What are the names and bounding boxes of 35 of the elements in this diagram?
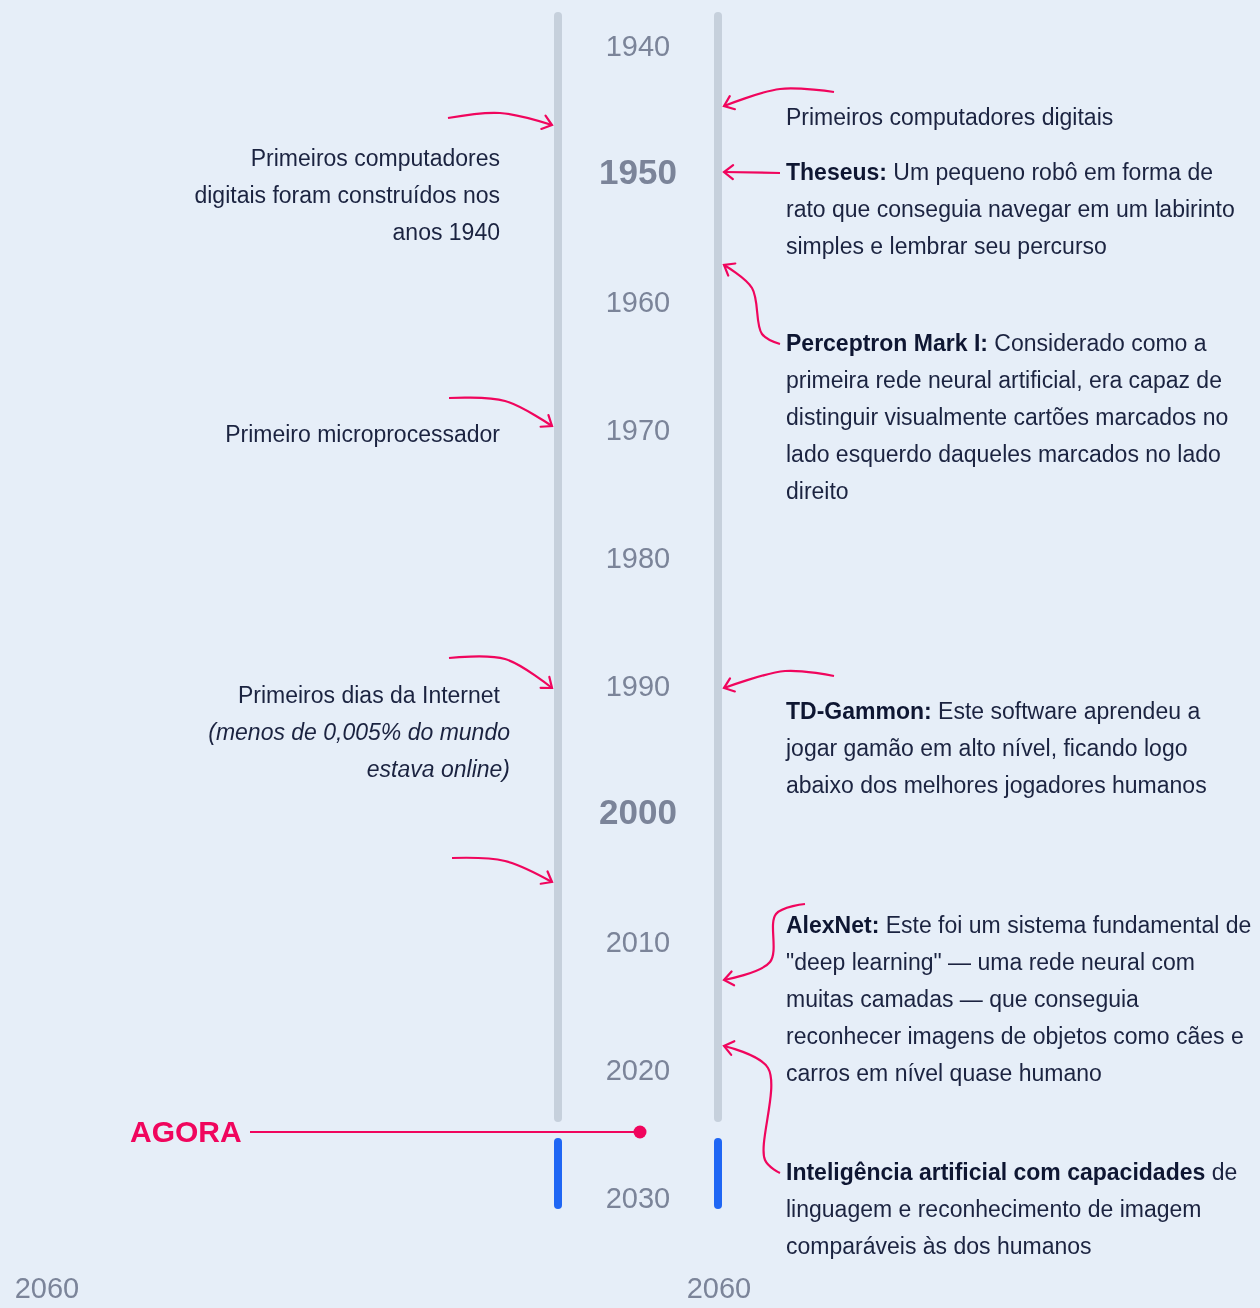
event-note: (menos de 0,005% do mundo estava online) (207, 718, 510, 784)
event-note: Primeiros computadores digitais (786, 103, 1115, 132)
leader-arrow (722, 669, 835, 693)
year-label: 1940 (604, 29, 672, 64)
year-label: 1950 (598, 154, 678, 190)
event-note: Inteligência artificial com capacidades de linguagem e reconhecimento de imagem comparáveis às dos humanos (786, 1158, 1239, 1261)
leader-arrow (722, 902, 806, 987)
event-note: Primeiros dias da Internet (236, 681, 500, 710)
year-label: 1960 (604, 285, 672, 320)
event-note: AlexNet: Este foi um sistema fundamental de "deep learning" — uma rede neural com muitas camadas — que conseguia reconhecer imagens de objetos como cães e carros em nível quase humano (786, 911, 1253, 1088)
timeline-bar (554, 12, 562, 1122)
leader-arrow (448, 655, 554, 690)
leader-arrow (722, 87, 835, 111)
year-label: 2020 (604, 1053, 672, 1088)
leader-arrow (448, 396, 554, 428)
year-label: 1980 (604, 541, 672, 576)
year-label: 1970 (604, 413, 672, 448)
year-label: 1990 (604, 669, 672, 704)
timeline-bar (714, 12, 722, 1122)
event-note: Primeiros computadores digitais foram construídos nos anos 1940 (193, 144, 500, 247)
event-note: Theseus: Um pequeno robô em forma de rato que conseguia navegar em um labirinto simples e lembrar seu percurso (786, 158, 1236, 261)
year-label: 2060 (13, 1271, 81, 1306)
event-note: Primeiro microprocessador (224, 420, 500, 449)
leader-arrow (722, 1040, 781, 1174)
year-label: 2060 (685, 1271, 753, 1306)
event-note: Perceptron Mark I: Considerado como a primeira rede neural artificial, era capaz de distinguir visualmente cartões marcados no lado esquerdo daqueles marcados no lado direito (786, 329, 1230, 506)
leader-arrow (447, 111, 554, 131)
leader-arrow (722, 164, 780, 181)
leader-arrow (451, 856, 554, 885)
year-label: 2000 (598, 794, 678, 830)
year-label: 2010 (604, 925, 672, 960)
year-label: 2030 (604, 1181, 672, 1216)
leader-arrow (722, 262, 781, 346)
now-label: AGORA (130, 1114, 243, 1150)
event-note: TD-Gammon: Este software aprendeu a jogar gamão em alto nível, ficando logo abaixo dos melhores jogadores humanos (786, 697, 1208, 800)
